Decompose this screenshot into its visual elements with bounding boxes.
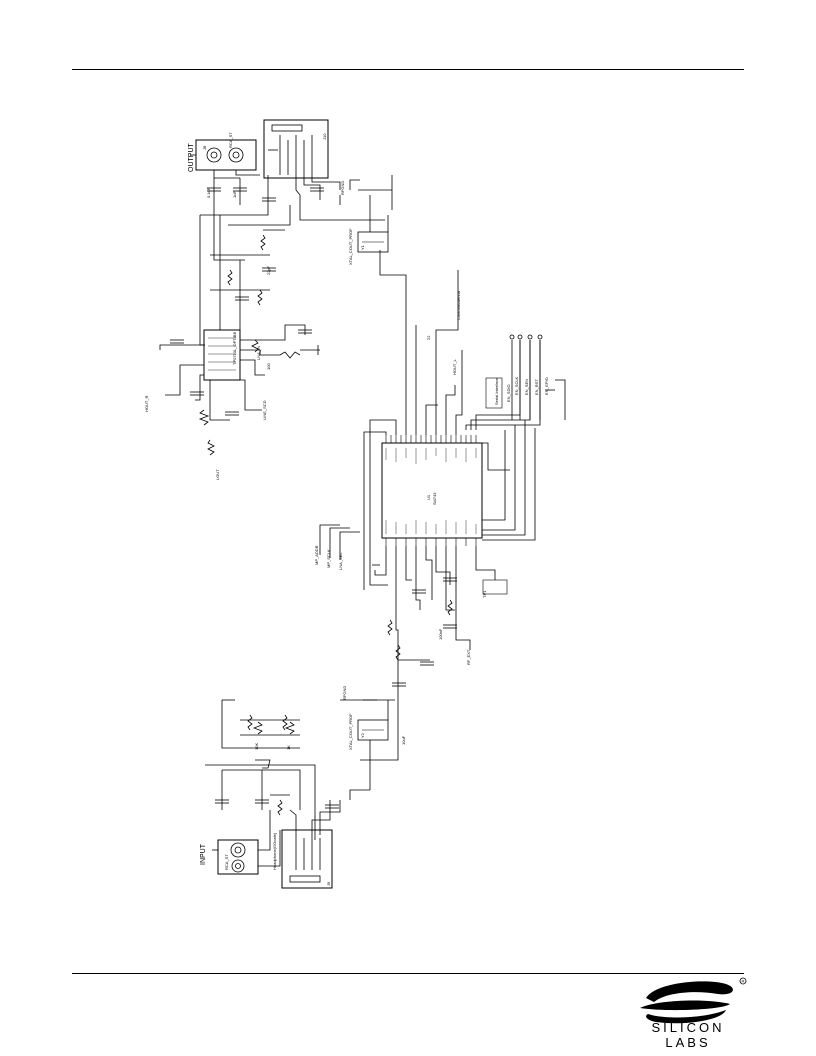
output-jack-part: RCA_ST bbox=[228, 132, 233, 148]
net-left-0: MP_ADDR bbox=[314, 545, 319, 565]
input-network bbox=[205, 699, 316, 840]
bottom-xtal bbox=[340, 699, 395, 800]
cap-value-2: 22pF bbox=[266, 265, 271, 275]
bottom-connector-part: Headphone(GOcafe) bbox=[272, 832, 277, 870]
net-labels: Control/Antenna HOUT_L HOUT_R LOUT LINE_… bbox=[144, 133, 549, 886]
cap-value-3: 100nF bbox=[438, 628, 443, 640]
net-right-5: EN_GPIO bbox=[544, 377, 549, 395]
top-connector bbox=[263, 119, 341, 205]
top-xtal bbox=[339, 175, 393, 253]
net-top-4: LNA_IN bbox=[256, 346, 261, 360]
res-value-0: 10K bbox=[254, 743, 259, 750]
input-label: INPUT bbox=[200, 843, 207, 865]
bottom-xtal-part: XTAL_COUT_PROF bbox=[348, 713, 353, 750]
net-lower-0: RFGND bbox=[342, 686, 347, 700]
res-value-1: 1K bbox=[286, 745, 291, 750]
net-top-2: LOUT bbox=[215, 469, 220, 480]
header-rule bbox=[72, 69, 744, 70]
net-lower-1: RF_EXT bbox=[466, 649, 471, 665]
main-ic: U1 Si4743 bbox=[381, 435, 483, 546]
amp-part: TP0710L_OPTIBB bbox=[232, 332, 237, 365]
output-jack-ref: J8 bbox=[202, 145, 207, 150]
net-top-3: RFGND bbox=[340, 181, 345, 195]
cap-value-1: 1uF bbox=[232, 191, 237, 198]
svg-text:R: R bbox=[742, 979, 745, 984]
company-name: SILICON LABS bbox=[651, 1020, 725, 1050]
net-right-3: EN_SEN bbox=[524, 379, 529, 395]
bottom-connector bbox=[281, 800, 341, 889]
cap-value-0: 0.1uF bbox=[206, 187, 211, 198]
net-right-1: EN_SDIO bbox=[506, 384, 511, 402]
net-left-2: LNA_SEL bbox=[338, 552, 343, 570]
output-jack: OUTPUT J8 RCA_ST bbox=[188, 132, 260, 179]
bottom-connector-ref: J9 bbox=[326, 881, 331, 886]
bottom-wires bbox=[319, 524, 508, 761]
res-value-2: 100 bbox=[266, 363, 271, 370]
footer-rule bbox=[72, 973, 744, 974]
res-value-3: 22 bbox=[426, 335, 431, 340]
ic-ref: U1 bbox=[426, 494, 431, 500]
probe-label: TP1 bbox=[482, 590, 487, 598]
top-wires bbox=[363, 250, 541, 590]
output-amplifier: TP0710L_OPTIBB bbox=[159, 324, 320, 456]
top-xtal-part: XTAL_COUT_PROF bbox=[348, 228, 353, 265]
net-antenna: Control/Antenna bbox=[456, 290, 461, 320]
net-top-1: HOUT_R bbox=[144, 395, 149, 412]
top-connector-ref: J10 bbox=[322, 133, 327, 140]
net-top-0: HOUT_L bbox=[452, 358, 457, 375]
silicon-labs-logo: R bbox=[640, 977, 747, 1024]
input-jack-part: RCA_ST bbox=[224, 854, 229, 870]
bottom-xtal-ref: Y2 bbox=[360, 732, 365, 738]
net-right-0: Serial Interface bbox=[494, 377, 499, 405]
output-network bbox=[199, 175, 385, 346]
ic-part: Si4743 bbox=[432, 492, 437, 505]
net-right-2: EN_SCLK bbox=[514, 376, 519, 395]
input-jack: INPUT RCA_ST bbox=[200, 810, 281, 875]
net-left-1: MP_SCLK bbox=[326, 549, 331, 568]
net-top-5: LINE_SCD bbox=[262, 400, 267, 420]
net-right-4: EN_RST bbox=[534, 379, 539, 395]
top-xtal-ref: Y1 bbox=[360, 244, 365, 250]
cap-value-4: 10uF bbox=[401, 735, 406, 745]
output-label: OUTPUT bbox=[188, 143, 195, 173]
serial-bus bbox=[485, 334, 566, 420]
